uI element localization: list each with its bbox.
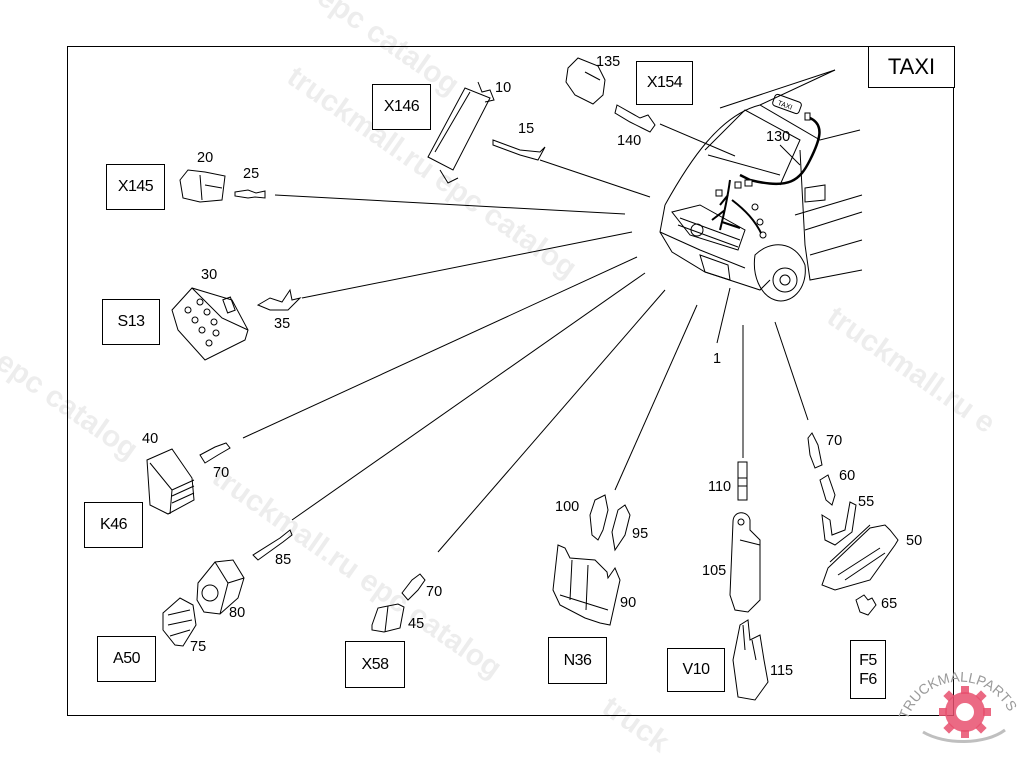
part-80-housing (196, 559, 245, 615)
callout-60[interactable]: 60 (839, 468, 856, 484)
component-box-x145[interactable]: X145 (106, 164, 165, 210)
part-105-module (729, 512, 761, 613)
part-60-cover (819, 474, 836, 506)
part-30-switch-housing (171, 287, 249, 361)
callout-130[interactable]: 130 (766, 129, 791, 145)
fuse-label-f6: F6 (859, 670, 877, 688)
svg-text:TAXI: TAXI (776, 100, 793, 112)
part-75-insert (162, 597, 197, 647)
callout-75[interactable]: 75 (190, 639, 207, 655)
leader-k46 (242, 256, 638, 439)
component-box-x58[interactable]: X58 (345, 641, 405, 688)
callout-90[interactable]: 90 (620, 595, 637, 611)
callout-85[interactable]: 85 (275, 552, 292, 568)
part-110-holder (737, 461, 748, 501)
leader-130 (779, 144, 801, 166)
part-135-socket (565, 57, 606, 105)
callout-30[interactable]: 30 (201, 267, 218, 283)
callout-135[interactable]: 135 (596, 54, 621, 70)
callout-115[interactable]: 115 (770, 663, 794, 679)
component-box-k46[interactable]: K46 (84, 502, 143, 548)
part-45-housing (371, 603, 405, 633)
part-95-terminal (611, 504, 631, 552)
leader-fuse (774, 321, 809, 421)
leader-x146 (539, 159, 651, 198)
callout-50[interactable]: 50 (906, 533, 923, 549)
component-box-x154[interactable]: X154 (636, 61, 693, 105)
callout-100[interactable]: 100 (555, 499, 580, 515)
component-box-x146[interactable]: X146 (372, 84, 431, 130)
part-25-terminal (234, 189, 266, 199)
callout-10[interactable]: 10 (495, 80, 512, 96)
component-box-s13[interactable]: S13 (102, 299, 160, 345)
part-15-terminal (492, 139, 546, 161)
part-140-bulb (614, 104, 656, 133)
component-box-f5-f6[interactable]: F5 F6 (850, 640, 886, 699)
callout-20[interactable]: 20 (197, 150, 214, 166)
part-65-fuse (855, 594, 877, 616)
part-40-relay (146, 448, 195, 515)
callout-40[interactable]: 40 (142, 431, 159, 447)
leader-x154 (659, 123, 736, 157)
callout-110[interactable]: 110 (708, 479, 732, 495)
callout-55[interactable]: 55 (858, 494, 875, 510)
leader-lines (242, 123, 809, 553)
callout-25[interactable]: 25 (243, 166, 260, 182)
part-85-pin (252, 529, 293, 561)
callout-95[interactable]: 95 (632, 526, 649, 542)
component-box-v10[interactable]: V10 (667, 648, 725, 692)
truckmallparts-logo: TRUCKMALLPARTS (895, 668, 1020, 743)
part-20-connector (179, 169, 226, 203)
part-90-connector-housing (552, 544, 621, 626)
leader-s13 (301, 231, 633, 299)
callout-70-x58[interactable]: 70 (426, 584, 443, 600)
diagram-frame (67, 46, 954, 716)
part-35-terminal (256, 288, 302, 311)
leader-a50 (291, 272, 646, 521)
part-70-terminal-fuse (807, 432, 823, 469)
title-box: TAXI (868, 46, 955, 88)
callout-35[interactable]: 35 (274, 316, 291, 332)
callout-80[interactable]: 80 (229, 605, 246, 621)
part-115-relay (732, 619, 769, 701)
part-50-fuse-box (821, 524, 899, 591)
part-70-terminal-x58 (401, 573, 426, 601)
leader-x58 (437, 289, 666, 553)
callout-70-k46[interactable]: 70 (213, 465, 230, 481)
component-box-a50[interactable]: A50 (97, 636, 156, 682)
callout-70-fuse[interactable]: 70 (826, 433, 843, 449)
part-55-bracket (821, 501, 857, 546)
callout-1[interactable]: 1 (713, 351, 722, 367)
van-illustration: TAXI (659, 69, 863, 302)
part-100-terminal (589, 494, 609, 541)
leader-1 (716, 287, 731, 344)
callout-105[interactable]: 105 (702, 563, 727, 579)
callout-15[interactable]: 15 (518, 121, 535, 137)
leader-n36 (614, 304, 698, 491)
component-box-n36[interactable]: N36 (548, 637, 607, 684)
callout-45[interactable]: 45 (408, 616, 425, 632)
part-10-connector-housing (427, 81, 495, 184)
leader-x145 (274, 194, 626, 215)
callout-65[interactable]: 65 (881, 596, 898, 612)
part-70-terminal-k46 (199, 442, 231, 464)
callout-140[interactable]: 140 (617, 133, 642, 149)
fuse-label-f5: F5 (859, 651, 877, 669)
